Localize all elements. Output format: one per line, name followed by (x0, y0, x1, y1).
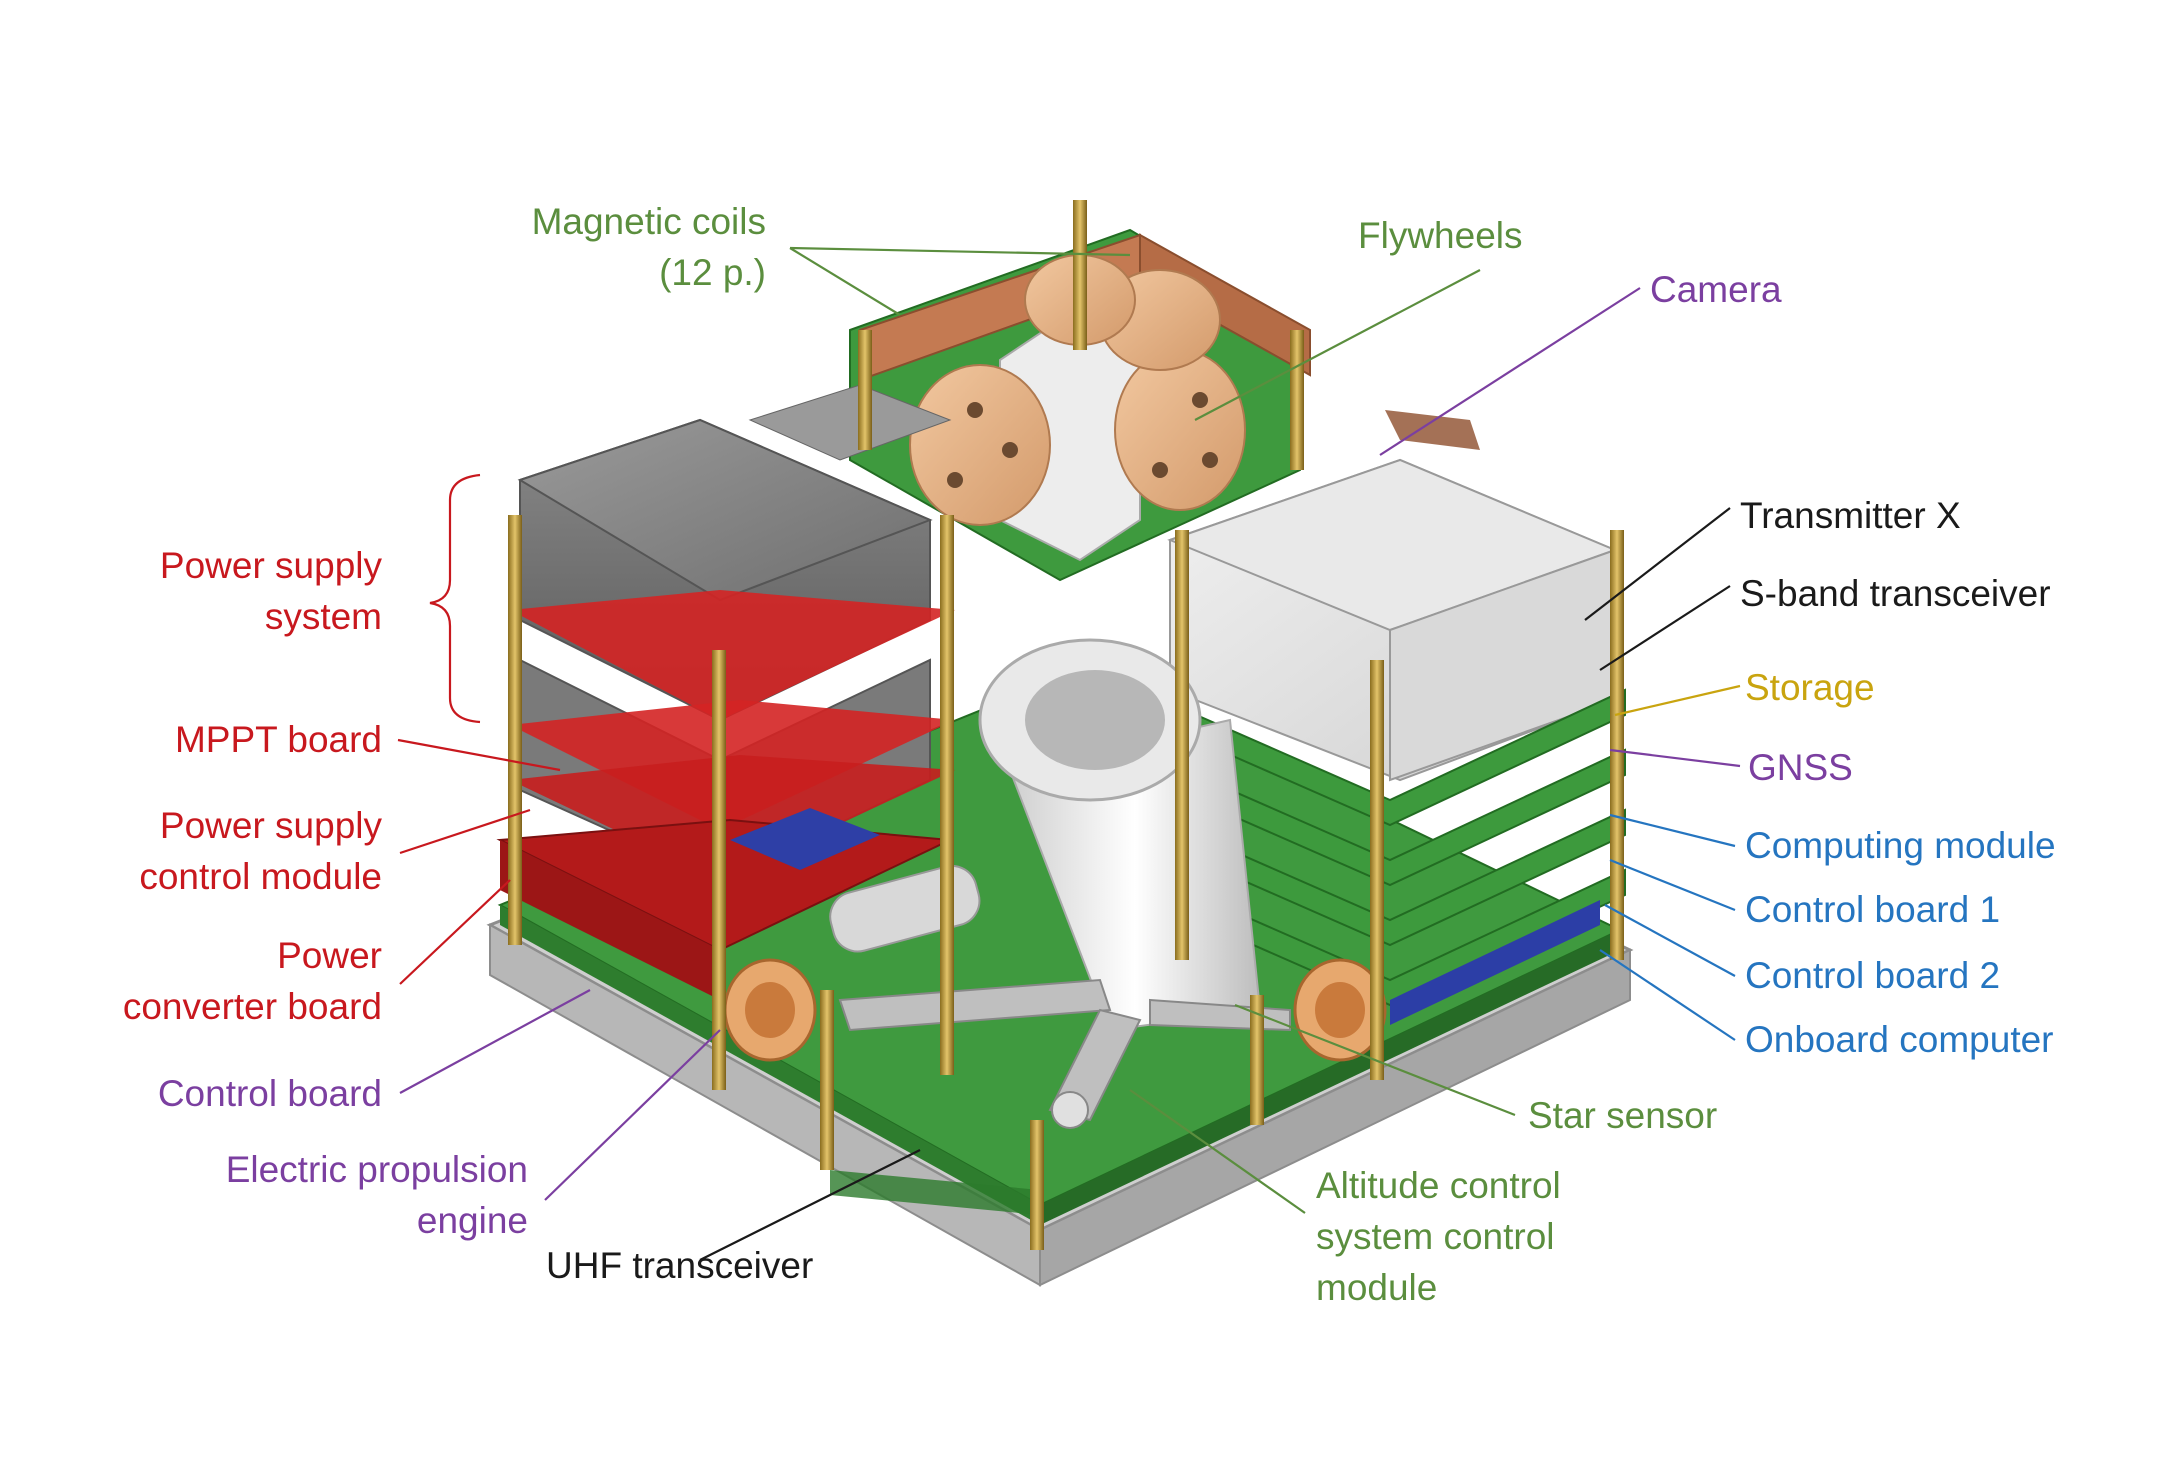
callout-lines (397, 246, 1741, 1261)
leader-computing (1609, 813, 1736, 848)
leader-transmitter-x (1584, 507, 1731, 621)
label-power-converter-board: Power converter board (122, 935, 382, 1027)
label-flywheels: Flywheels (1358, 215, 1523, 256)
leader-electric-propulsion (544, 1029, 721, 1201)
label-mppt-board: MPPT board (174, 719, 382, 760)
leader-s-band (1599, 585, 1731, 671)
label-control-board: Control board (157, 1073, 382, 1114)
leader-altitude-control (1129, 1089, 1306, 1214)
power-supply-system-bracket (429, 473, 481, 724)
leader-control-board-2 (1604, 904, 1736, 977)
label-altitude-control: Altitude control system control module (1316, 1165, 1561, 1308)
leader-magnetic-coils-2 (789, 246, 1131, 257)
label-onboard-computer: Onboard computer (1745, 1019, 2054, 1060)
label-transmitter-x: Transmitter X (1740, 495, 1961, 536)
label-computing-module: Computing module (1745, 825, 2056, 866)
leader-gnss (1609, 748, 1741, 768)
comm-stack (1167, 458, 1626, 1025)
leader-power-supply-control (399, 808, 531, 855)
leader-storage (1614, 684, 1741, 717)
label-camera: Camera (1650, 269, 1782, 310)
leader-control-board (399, 989, 591, 1094)
leader-flywheels (1194, 269, 1481, 421)
label-electric-propulsion: Electric propulsion engine (225, 1149, 528, 1241)
leader-uhf (699, 1149, 921, 1261)
leader-magnetic-coils (789, 247, 901, 316)
leader-star-sensor (1234, 1003, 1516, 1117)
leader-control-board-1 (1609, 858, 1736, 912)
leader-onboard-computer (1599, 949, 1736, 1041)
leader-mppt (397, 738, 561, 772)
star-sensor-tube (838, 638, 1291, 1129)
label-control-board-1: Control board 1 (1745, 889, 2001, 930)
label-s-band-transceiver: S-band transceiver (1740, 573, 2051, 614)
label-storage: Storage (1745, 667, 1875, 708)
label-gnss: GNSS (1748, 747, 1853, 788)
label-control-board-2: Control board 2 (1745, 955, 2001, 996)
standoff-rods (508, 200, 1624, 1250)
label-star-sensor: Star sensor (1528, 1095, 1718, 1136)
leader-camera (1379, 287, 1641, 456)
label-power-supply-control: Power supply control module (139, 805, 382, 897)
label-uhf-transceiver: UHF transceiver (546, 1245, 814, 1286)
label-magnetic-coils: Magnetic coils (12 p.) (531, 201, 766, 293)
label-power-supply-system: Power supply system (159, 545, 382, 637)
leader-power-converter (399, 879, 511, 985)
adcs-assembly (748, 228, 1480, 582)
